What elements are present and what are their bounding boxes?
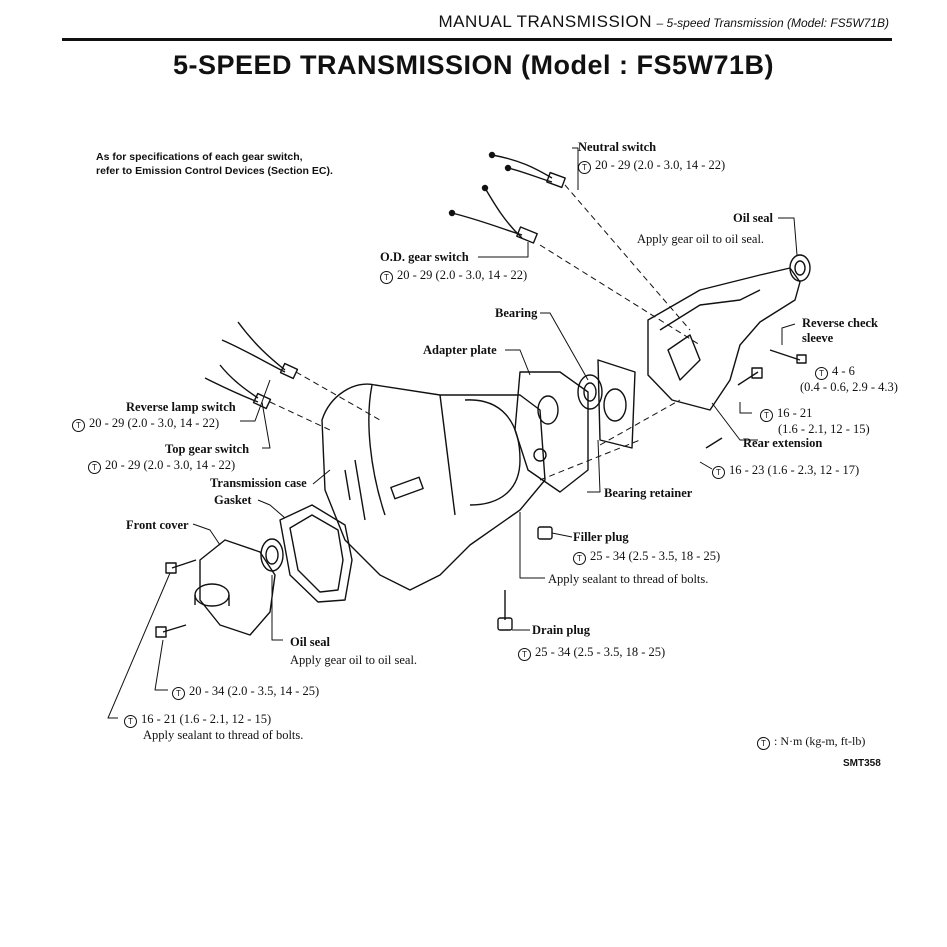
front-oil-seal-label: Oil seal	[290, 635, 330, 649]
torque-icon: T	[518, 648, 531, 661]
bolts-illustration	[155, 349, 807, 638]
neutral-switch-illustration	[488, 151, 566, 189]
front-bolt-b-note: Apply sealant to thread of bolts.	[143, 728, 304, 742]
spec-note: As for specifications of each gear switc…	[96, 151, 333, 177]
torque-icon: T	[124, 715, 137, 728]
page-title: 5-SPEED TRANSMISSION (Model : FS5W71B)	[172, 50, 775, 80]
front-cover-label: Front cover	[126, 518, 189, 532]
rear-oil-seal-note: Apply gear oil to oil seal.	[637, 232, 765, 246]
reverse-lamp-switch-illustration	[221, 321, 299, 380]
adapter-plate-label: Adapter plate	[423, 343, 497, 357]
front-oil-seal-note: Apply gear oil to oil seal.	[290, 653, 418, 667]
torque-icon: T	[757, 737, 770, 750]
torque-icon: T	[815, 367, 828, 380]
torque-icon: T	[88, 461, 101, 474]
header-rule	[62, 38, 892, 41]
torque-icon: T	[72, 419, 85, 432]
od-gear-switch-label: O.D. gear switch	[380, 250, 469, 264]
bearing-illustration	[577, 374, 603, 410]
torque-icon: T	[172, 687, 185, 700]
bearing-label: Bearing	[495, 306, 538, 320]
drain-plug-label: Drain plug	[532, 623, 591, 637]
gasket-illustration	[279, 504, 353, 603]
reverse-check-sleeve-label: Reverse check	[802, 316, 879, 330]
front-cover-illustration	[194, 539, 276, 636]
transmission-case-illustration	[321, 383, 546, 591]
reverse-lamp-switch-label: Reverse lamp switch	[126, 400, 236, 414]
torque-icon: T	[760, 409, 773, 422]
torque-legend: T: N·m (kg-m, ft-lb)	[757, 734, 865, 750]
neutral-switch-label: Neutral switch	[578, 140, 657, 154]
page-header: MANUAL TRANSMISSION – 5-speed Transmissi…	[438, 12, 889, 32]
rear-extension-label: Rear extension	[743, 436, 823, 450]
torque-icon: T	[712, 466, 725, 479]
torque-icon: T	[578, 161, 591, 174]
gasket-label: Gasket	[214, 493, 252, 507]
sealant-note: Apply sealant to thread of bolts.	[548, 572, 709, 586]
filler-plug-label: Filler plug	[573, 530, 629, 544]
bearing-retainer-label: Bearing retainer	[604, 486, 693, 500]
figure-code: SMT358	[843, 758, 881, 769]
bearing-retainer-illustration	[597, 359, 636, 449]
torque-icon: T	[380, 271, 393, 284]
top-gear-switch-label: Top gear switch	[165, 442, 250, 456]
rear-oil-seal-label: Oil seal	[733, 211, 773, 225]
filler-plug-illustration	[537, 526, 553, 540]
od-gear-switch-illustration	[448, 184, 538, 244]
adapter-plate-illustration	[514, 371, 589, 493]
subsection-title: – 5-speed Transmission (Model: FS5W71B)	[656, 16, 889, 30]
front-oil-seal-illustration	[260, 538, 284, 572]
torque-icon: T	[573, 552, 586, 565]
transmission-case-label: Transmission case	[210, 476, 307, 490]
section-title: MANUAL TRANSMISSION	[438, 12, 653, 31]
rear-extension-illustration	[647, 254, 811, 411]
